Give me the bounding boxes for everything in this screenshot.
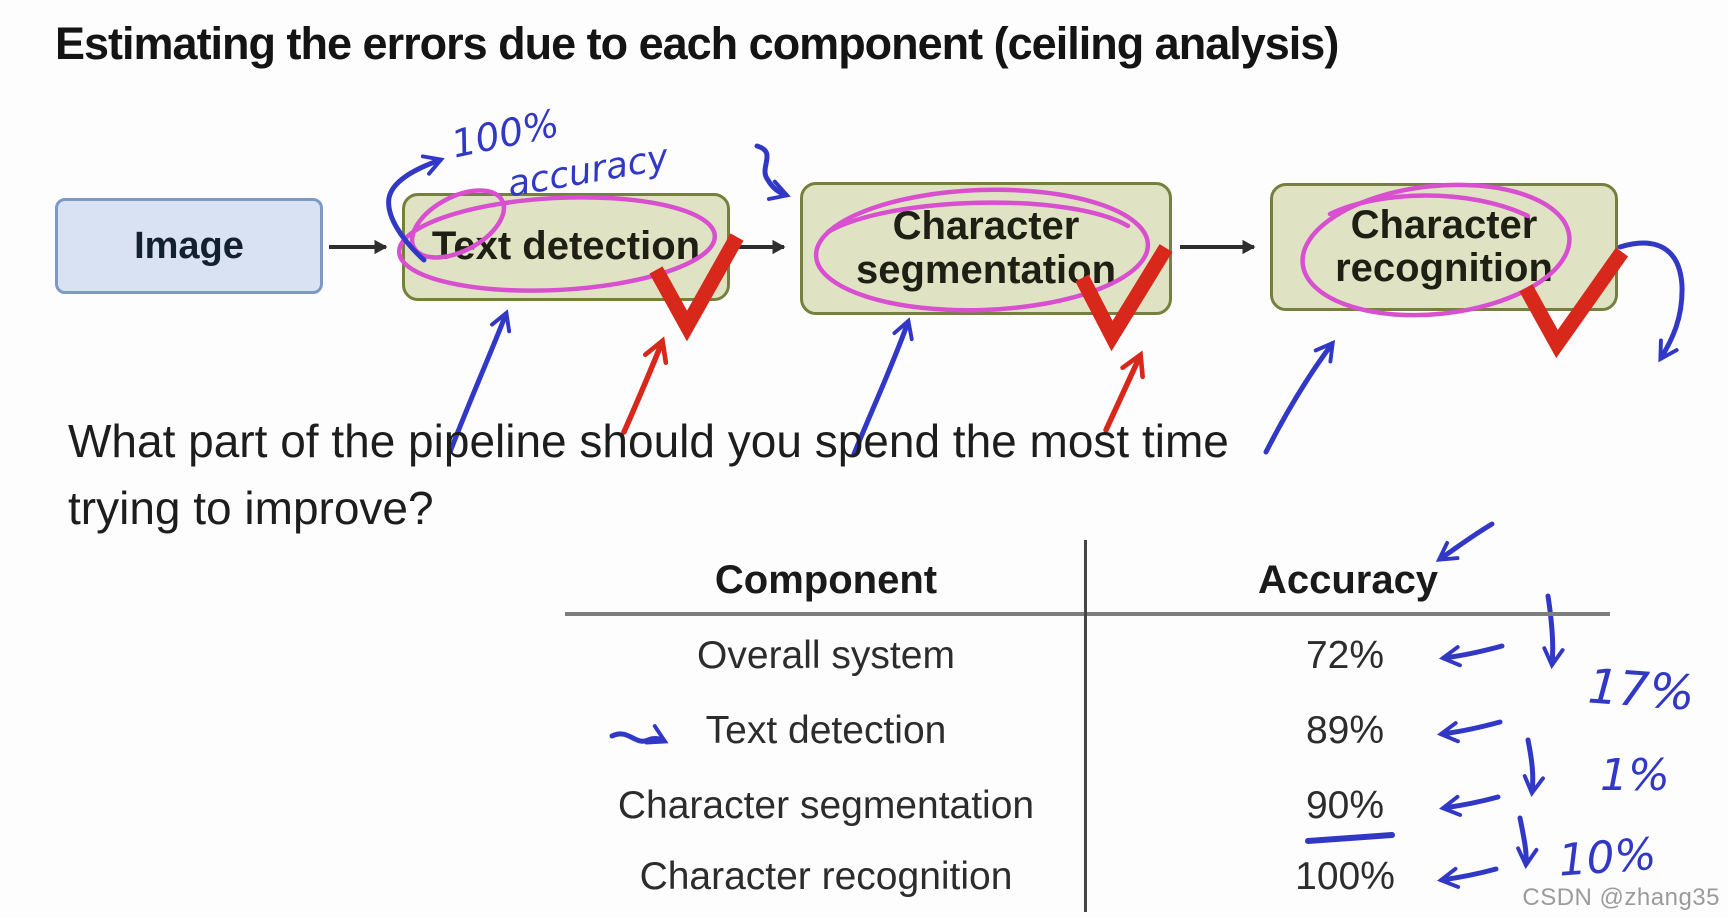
down-arrow-icon (1522, 737, 1545, 798)
pipeline-node-text-detection: Text detection (402, 193, 730, 301)
table-header-component: Component (714, 558, 938, 602)
question-line-1: What part of the pipeline should you spe… (68, 415, 1229, 467)
left-arrow-icon (1438, 794, 1501, 817)
blue-up-arrow-icon (1263, 339, 1336, 455)
table-header-accuracy: Accuracy (1257, 558, 1439, 602)
table-row-component: Character segmentation (617, 784, 1035, 827)
handwritten-delta-1: 1% (1600, 750, 1670, 801)
handwritten-100-percent: 100% (447, 101, 562, 167)
table-row-component: Text detection (705, 709, 947, 752)
watermark: CSDN @zhang35 (1522, 884, 1720, 911)
table-row-component: Character recognition (639, 855, 1013, 898)
pipeline-node-character-segmentation-label: Character segmentation (855, 204, 1117, 292)
pipeline-node-image: Image (55, 198, 323, 294)
down-arrow-icon (1542, 593, 1565, 670)
handwritten-delta-10: 10% (1557, 829, 1658, 887)
left-arrow-icon (1436, 719, 1503, 744)
pipeline-node-image-label: Image (134, 224, 244, 267)
table-column-divider (1084, 540, 1087, 912)
question-line-2: trying to improve? (68, 482, 434, 534)
curved-arrow-icon (754, 143, 791, 201)
accuracy-header-pointer-icon (1435, 521, 1495, 562)
pipeline-node-character-recognition: Character recognition (1270, 183, 1618, 311)
question-text: What part of the pipeline should you spe… (68, 408, 1229, 542)
table-row-accuracy: 89% (1305, 709, 1385, 752)
left-arrow-icon (1436, 866, 1499, 889)
pipeline-node-character-recognition-label: Character recognition (1335, 202, 1553, 290)
table-row-component: Overall system (697, 634, 955, 677)
pipeline-node-character-segmentation: Character segmentation (800, 182, 1172, 315)
table-row-accuracy: 100% (1295, 855, 1395, 898)
slide-title: Estimating the errors due to each compon… (55, 18, 1339, 69)
table-header-rule (565, 612, 1610, 616)
table-row-accuracy: 72% (1305, 634, 1385, 677)
pipeline-node-text-detection-label: Text detection (431, 224, 701, 269)
table-row-accuracy: 90% (1305, 784, 1385, 827)
output-curl-arrow-icon (1617, 240, 1685, 363)
handwritten-delta-17: 17% (1586, 658, 1696, 721)
underline-90-stroke (1305, 832, 1395, 844)
left-arrow-icon (1438, 643, 1505, 668)
down-arrow-icon (1516, 815, 1539, 870)
